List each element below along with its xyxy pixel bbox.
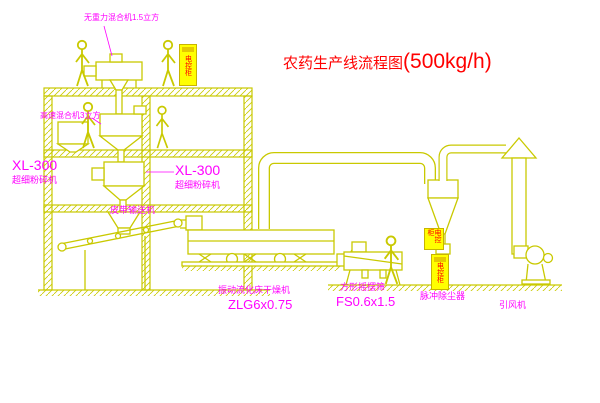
label-sieve-name: 方形摇摆筛 — [340, 282, 386, 292]
cabinet-panel-strip — [182, 47, 194, 52]
rain-cap — [500, 136, 538, 159]
induced-draft-fan — [513, 245, 554, 285]
label-sieve-model: FS0.6x1.5 — [336, 294, 396, 309]
belt-conveyor — [57, 218, 183, 290]
cabinet-label: 电控柜 — [427, 229, 441, 243]
label-fan: 引风机 — [499, 300, 527, 310]
cabinet-label: 电控柜 — [184, 54, 192, 76]
mill — [91, 161, 146, 213]
duct-cyclone-to-stack — [438, 144, 506, 181]
person-figure — [75, 39, 90, 87]
building-frame — [43, 87, 253, 291]
label-dryer-model: ZLG6x0.75 — [228, 297, 293, 312]
label-dust-collector: 脉冲除尘器 — [420, 291, 466, 301]
person-figure — [161, 39, 176, 87]
title-text: 农药生产线流程图 — [283, 55, 404, 72]
label-gravity-mixer: 无重力混合机1.5立方 — [84, 13, 160, 22]
cabinet-panel-strip — [434, 257, 446, 262]
title-capacity: (500kg/h) — [403, 50, 492, 73]
label-mill-left-model: XL-300 — [12, 157, 58, 173]
label-mill-right-name: 超细粉碎机 — [175, 180, 221, 190]
fluid-bed-dryer — [181, 229, 357, 271]
leader-lines — [91, 25, 174, 173]
label-mill-left-name: 超细粉碎机 — [12, 175, 58, 185]
diagram-title: 农药生产线流程图(500kg/h) — [283, 50, 492, 74]
high-speed-mixer — [98, 105, 147, 163]
control-cabinet: 电控柜 — [424, 228, 444, 250]
cabinet-label: 电控柜 — [436, 261, 444, 283]
person-figure — [155, 105, 170, 149]
label-high-speed-mixer: 高速混合机3立方 — [40, 111, 101, 120]
control-cabinet: 电控柜 — [179, 44, 197, 86]
swing-sieve — [343, 241, 403, 286]
ground-line — [38, 284, 562, 296]
duct-dryer-to-cyclone — [258, 152, 436, 229]
label-mill-right-model: XL-300 — [175, 162, 221, 178]
label-dryer-name: 振动流化床干燥机 — [218, 285, 291, 295]
label-belt-conveyor: 皮带输送机 — [110, 205, 156, 215]
exhaust-stack — [500, 136, 538, 255]
auxiliary-machine — [55, 121, 91, 153]
dryer-feed-box — [180, 215, 203, 231]
gravity-mixer — [83, 53, 143, 115]
control-cabinet: 电控柜 — [431, 254, 449, 290]
